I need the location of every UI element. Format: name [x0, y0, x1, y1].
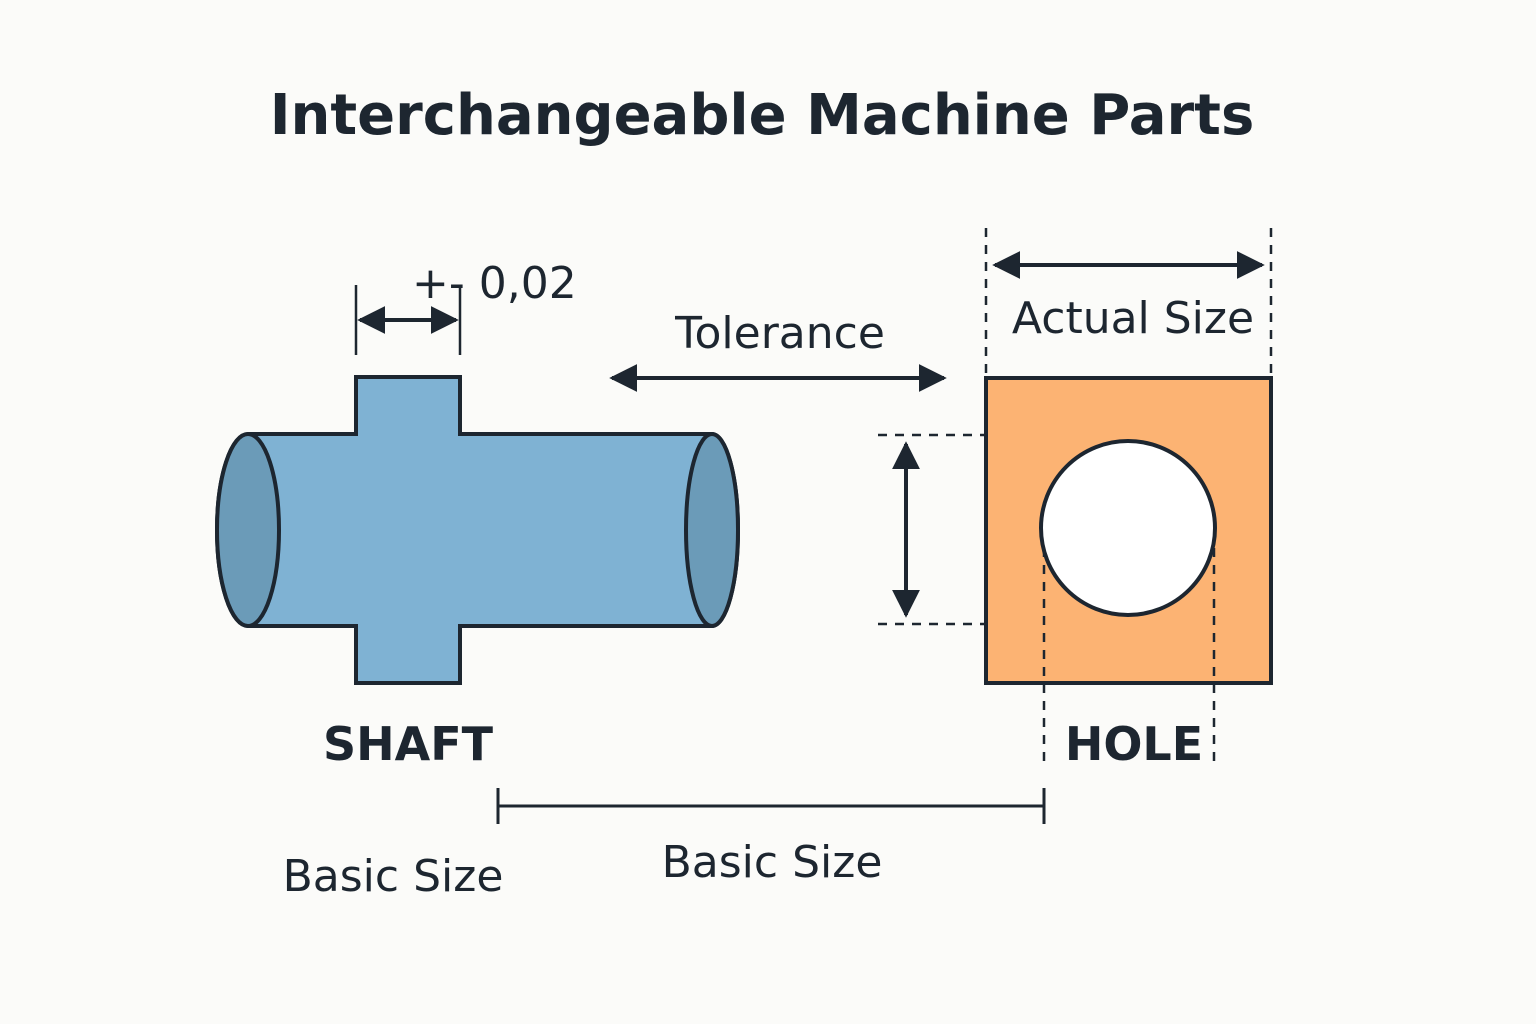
- shaft-body: [215, 375, 740, 685]
- hole-circle: [1039, 439, 1217, 617]
- diagram-title: Interchangeable Machine Parts: [270, 83, 1255, 148]
- hole-label: HOLE: [1065, 717, 1203, 771]
- shaft-tolerance-dimension: +- 0,02: [354, 258, 577, 355]
- basic-size-left-label: Basic Size: [283, 851, 504, 902]
- shaft-left-end-face: [215, 432, 281, 628]
- shaft: [215, 375, 740, 685]
- shaft-right-end-face: [684, 432, 740, 628]
- basic-size-dimension: [496, 788, 1046, 824]
- hole-diameter-dimension: [878, 433, 986, 626]
- actual-size-dimension: Actual Size: [984, 228, 1273, 378]
- basic-size-center-label: Basic Size: [662, 837, 883, 888]
- shaft-label: SHAFT: [323, 717, 494, 771]
- hole-block: [984, 376, 1273, 685]
- tolerance-label: Tolerance: [674, 308, 885, 359]
- shaft-tolerance-value: +- 0,02: [412, 258, 577, 309]
- actual-size-label: Actual Size: [1012, 293, 1254, 344]
